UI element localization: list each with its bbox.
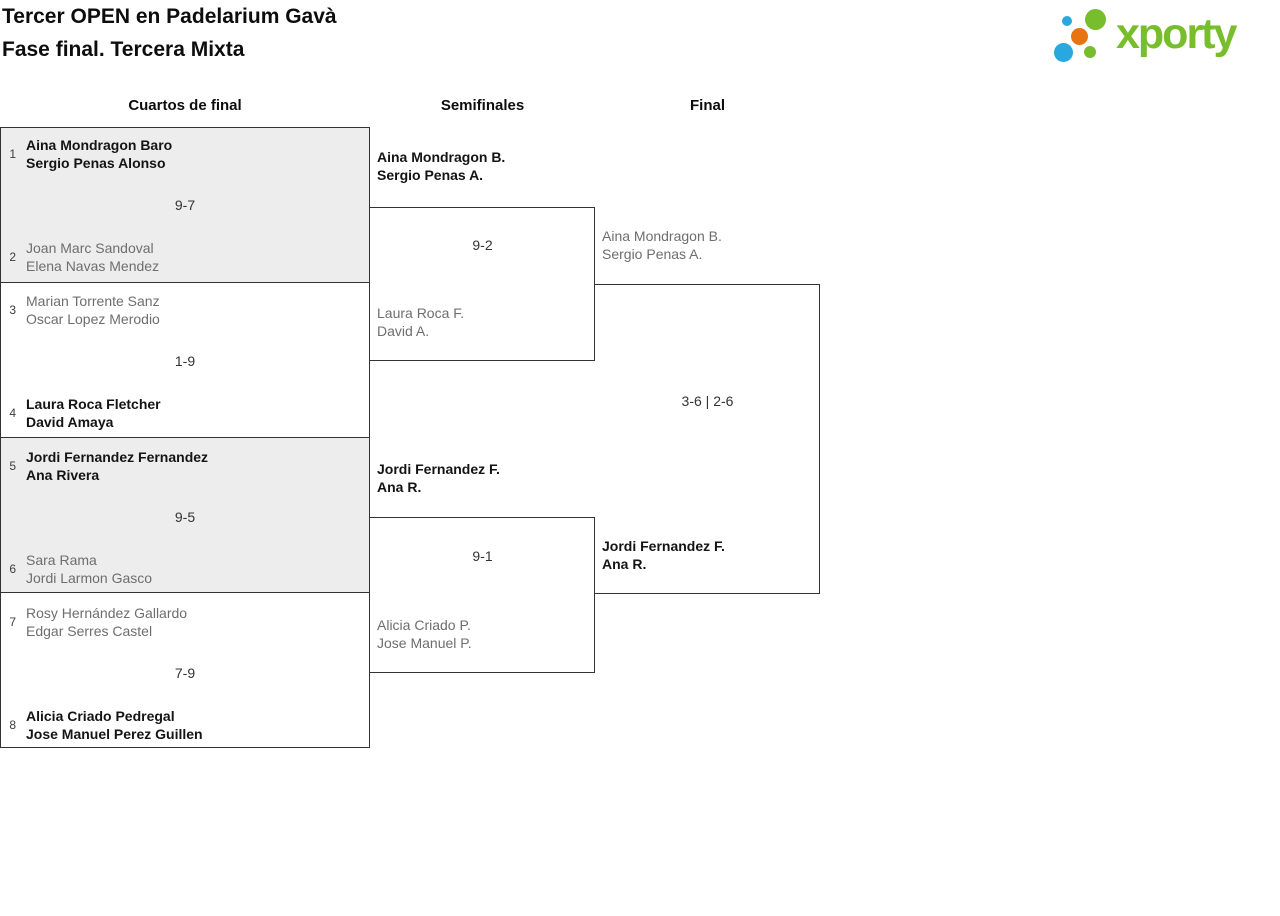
player-name: Jose Manuel Perez Guillen [26, 726, 203, 742]
logo-dot-green-small [1084, 46, 1096, 58]
qf2-team-top: Marian Torrente Sanz Oscar Lopez Merodio [26, 292, 160, 328]
seed-number: 2 [9, 250, 16, 264]
player-name: Alicia Criado Pedregal [26, 708, 175, 724]
player-name: Rosy Hernández Gallardo [26, 605, 188, 621]
player-name: Sara Rama [26, 552, 97, 568]
final-score: 3-6 | 2-6 [681, 393, 734, 409]
xporty-logo[interactable]: xporty [1044, 0, 1280, 80]
seed-number: 3 [9, 303, 16, 317]
player-name: Oscar Lopez Merodio [26, 311, 160, 327]
sf2-team-bottom: Alicia Criado P. Jose Manuel P. [377, 616, 472, 652]
player-name: Jose Manuel P. [377, 635, 472, 651]
seed-number: 6 [9, 562, 16, 576]
logo-dot-orange [1071, 28, 1088, 45]
player-name: Jordi Larmon Gasco [26, 570, 153, 586]
logo-dot-blue-small [1062, 16, 1072, 26]
player-name: Laura Roca F. [377, 305, 465, 321]
round-header-quarterfinals: Cuartos de final [128, 97, 242, 114]
qf3-score: 9-5 [174, 509, 196, 525]
player-name: Alicia Criado P. [377, 617, 471, 633]
sf2-team-top: Jordi Fernandez F. Ana R. [377, 460, 500, 496]
qf-match-1-box [0, 127, 370, 283]
final-match-box [594, 284, 820, 594]
player-name: Aina Mondragon Baro [26, 137, 173, 153]
player-name: David Amaya [26, 414, 114, 430]
seed-number: 8 [9, 718, 16, 732]
sf2-score: 9-1 [472, 548, 493, 564]
player-name: Jordi Fernandez F. [602, 538, 725, 554]
qf1-team-top: Aina Mondragon Baro Sergio Penas Alonso [26, 136, 172, 172]
qf3-team-bottom: Sara Rama Jordi Larmon Gasco [26, 551, 152, 587]
sf1-team-bottom: Laura Roca F. David A. [377, 304, 464, 340]
sf-match-2-box [369, 517, 595, 673]
player-name: Ana R. [602, 556, 647, 572]
player-name: Ana Rivera [26, 467, 100, 483]
player-name: Aina Mondragon B. [377, 149, 506, 165]
player-name: Sergio Penas Alonso [26, 155, 166, 171]
player-name: Aina Mondragon B. [602, 228, 722, 244]
player-name: Elena Navas Mendez [26, 258, 160, 274]
qf4-score: 7-9 [174, 665, 196, 681]
qf3-team-top: Jordi Fernandez Fernandez Ana Rivera [26, 448, 208, 484]
player-name: Sergio Penas A. [602, 246, 703, 262]
player-name: Laura Roca Fletcher [26, 396, 161, 412]
player-name: Jordi Fernandez F. [377, 461, 500, 477]
seed-number: 1 [9, 147, 16, 161]
seed-number: 4 [9, 406, 16, 420]
player-name: Jordi Fernandez Fernandez [26, 449, 209, 465]
seed-number: 5 [9, 459, 16, 473]
page-subtitle: Fase final. Tercera Mixta [2, 38, 245, 61]
player-name: David A. [377, 323, 430, 339]
seed-number: 7 [9, 615, 16, 629]
qf1-team-bottom: Joan Marc Sandoval Elena Navas Mendez [26, 239, 159, 275]
final-team-bottom: Jordi Fernandez F. Ana R. [602, 537, 725, 573]
qf-match-3-box [0, 437, 370, 593]
page-title: Tercer OPEN en Padelarium Gavà [2, 5, 337, 28]
round-header-semifinals: Semifinales [440, 97, 525, 114]
round-header-final: Final [689, 97, 725, 114]
qf2-team-bottom: Laura Roca Fletcher David Amaya [26, 395, 161, 431]
qf1-score: 9-7 [174, 197, 196, 213]
sf1-score: 9-2 [472, 237, 493, 253]
qf4-team-bottom: Alicia Criado Pedregal Jose Manuel Perez… [26, 707, 203, 743]
logo-dot-blue-large [1054, 43, 1073, 62]
player-name: Marian Torrente Sanz [26, 293, 160, 309]
player-name: Joan Marc Sandoval [26, 240, 154, 256]
qf2-score: 1-9 [174, 353, 196, 369]
logo-wordmark: xporty [1116, 10, 1237, 58]
logo-dot-green-large [1085, 9, 1106, 30]
player-name: Edgar Serres Castel [26, 623, 153, 639]
qf4-team-top: Rosy Hernández Gallardo Edgar Serres Cas… [26, 604, 187, 640]
player-name: Ana R. [377, 479, 422, 495]
final-team-top: Aina Mondragon B. Sergio Penas A. [602, 227, 722, 263]
sf1-team-top: Aina Mondragon B. Sergio Penas A. [377, 148, 505, 184]
player-name: Sergio Penas A. [377, 167, 484, 183]
